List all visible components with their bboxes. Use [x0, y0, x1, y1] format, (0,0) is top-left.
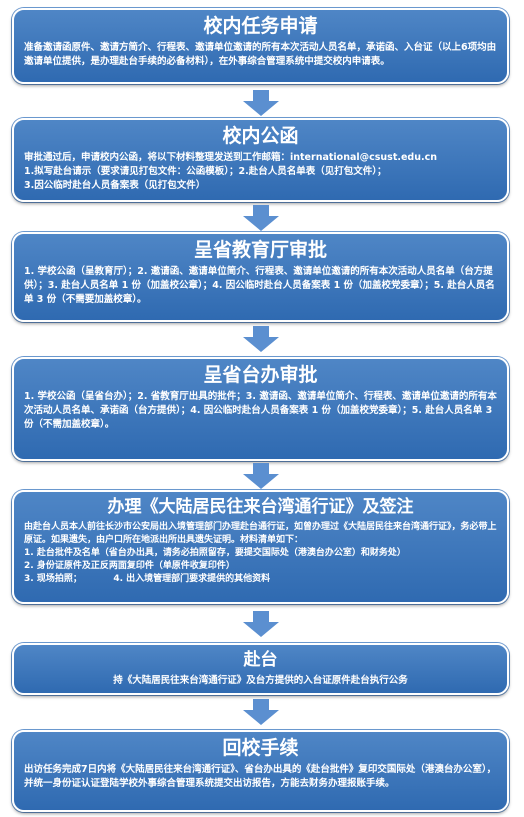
down-arrow-icon — [243, 90, 279, 116]
step-line: 1. 学校公函（呈教育厅）；2. 邀请函、邀请单位简介、行程表、邀请单位邀请的所… — [24, 266, 495, 305]
step-description: 持《大陆居民往来台湾通行证》及台方提供的入台证原件赴台执行公务 — [24, 674, 497, 688]
step-line: 3. 现场拍照； 4. 出入境管理部门要求提供的其他资料 — [24, 574, 271, 584]
down-arrow-icon — [243, 205, 279, 231]
step-description: 由赴台人员本人前往长沙市公安局出入境管理部门办理赴台通行证，如曾办理过《大陆居民… — [24, 521, 497, 586]
down-arrow-icon — [243, 463, 279, 489]
step-description: 出访任务完成7日内将《大陆居民往来台湾通行证》、省台办出具的《赴台批件》复印交国… — [24, 763, 497, 791]
step-line: 由赴台人员本人前往长沙市公安局出入境管理部门办理赴台通行证，如曾办理过《大陆居民… — [24, 522, 497, 545]
down-arrow-icon — [243, 699, 279, 725]
step-title: 呈省台办审批 — [203, 364, 318, 386]
step-title: 赴台 — [243, 650, 278, 670]
step-title: 呈省教育厅审批 — [193, 239, 327, 261]
down-arrow-icon — [243, 611, 279, 637]
step-description: 1. 学校公函（呈省台办）；2. 省教育厅出具的批件；3. 邀请函、邀请单位简介… — [24, 390, 497, 432]
step-line: 审批通过后，申请校内公函，将以下材料整理发送到工作邮箱：internationa… — [24, 152, 437, 163]
step-title: 校内任务申请 — [203, 15, 318, 37]
step-box-go-to-taiwan: 赴台 持《大陆居民往来台湾通行证》及台方提供的入台证原件赴台执行公务 — [12, 643, 509, 695]
step-box-taiwan-office-approval: 呈省台办审批 1. 学校公函（呈省台办）；2. 省教育厅出具的批件；3. 邀请函… — [12, 357, 509, 461]
step-line: 1.拟写赴台请示（要求请见打包文件：公函模板）；2.赴台人员名单表（见打包文件）… — [24, 166, 387, 177]
step-box-return-procedures: 回校手续 出访任务完成7日内将《大陆居民往来台湾通行证》、省台办出具的《赴台批件… — [12, 730, 509, 812]
step-box-internal-letter: 校内公函 审批通过后，申请校内公函，将以下材料整理发送到工作邮箱：interna… — [12, 118, 509, 202]
step-title: 校内公函 — [222, 125, 299, 147]
step-line: 1. 赴台批件及名单（省台办出具，请务必拍照留存，要提交国际处（港澳台办公室）和… — [24, 548, 406, 558]
step-line: 持《大陆居民往来台湾通行证》及台方提供的入台证原件赴台执行公务 — [113, 675, 408, 686]
step-line: 3.因公临时赴台人员备案表（见打包文件） — [24, 180, 206, 191]
step-description: 准备邀请函原件、邀请方简介、行程表、邀请单位邀请的所有本次活动人员名单，承诺函、… — [24, 41, 497, 69]
step-box-education-dept-approval: 呈省教育厅审批 1. 学校公函（呈教育厅）；2. 邀请函、邀请单位简介、行程表、… — [12, 232, 509, 322]
step-title: 回校手续 — [222, 737, 299, 759]
step-description: 审批通过后，申请校内公函，将以下材料整理发送到工作邮箱：internationa… — [24, 151, 497, 193]
step-line: 准备邀请函原件、邀请方简介、行程表、邀请单位邀请的所有本次活动人员名单，承诺函、… — [24, 42, 497, 67]
step-line: 出访任务完成7日内将《大陆居民往来台湾通行证》、省台办出具的《赴台批件》复印交国… — [24, 764, 497, 789]
step-line: 2. 身份证原件及正反两面复印件（单原件收复印件） — [24, 561, 235, 571]
step-box-travel-permit: 办理《大陆居民往来台湾通行证》及签注 由赴台人员本人前往长沙市公安局出入境管理部… — [12, 490, 509, 604]
step-box-task-application: 校内任务申请 准备邀请函原件、邀请方简介、行程表、邀请单位邀请的所有本次活动人员… — [12, 8, 509, 84]
step-description: 1. 学校公函（呈教育厅）；2. 邀请函、邀请单位简介、行程表、邀请单位邀请的所… — [24, 265, 497, 307]
step-line: 1. 学校公函（呈省台办）；2. 省教育厅出具的批件；3. 邀请函、邀请单位简介… — [24, 391, 497, 430]
down-arrow-icon — [243, 326, 279, 352]
step-title: 办理《大陆居民往来台湾通行证》及签注 — [107, 497, 414, 517]
